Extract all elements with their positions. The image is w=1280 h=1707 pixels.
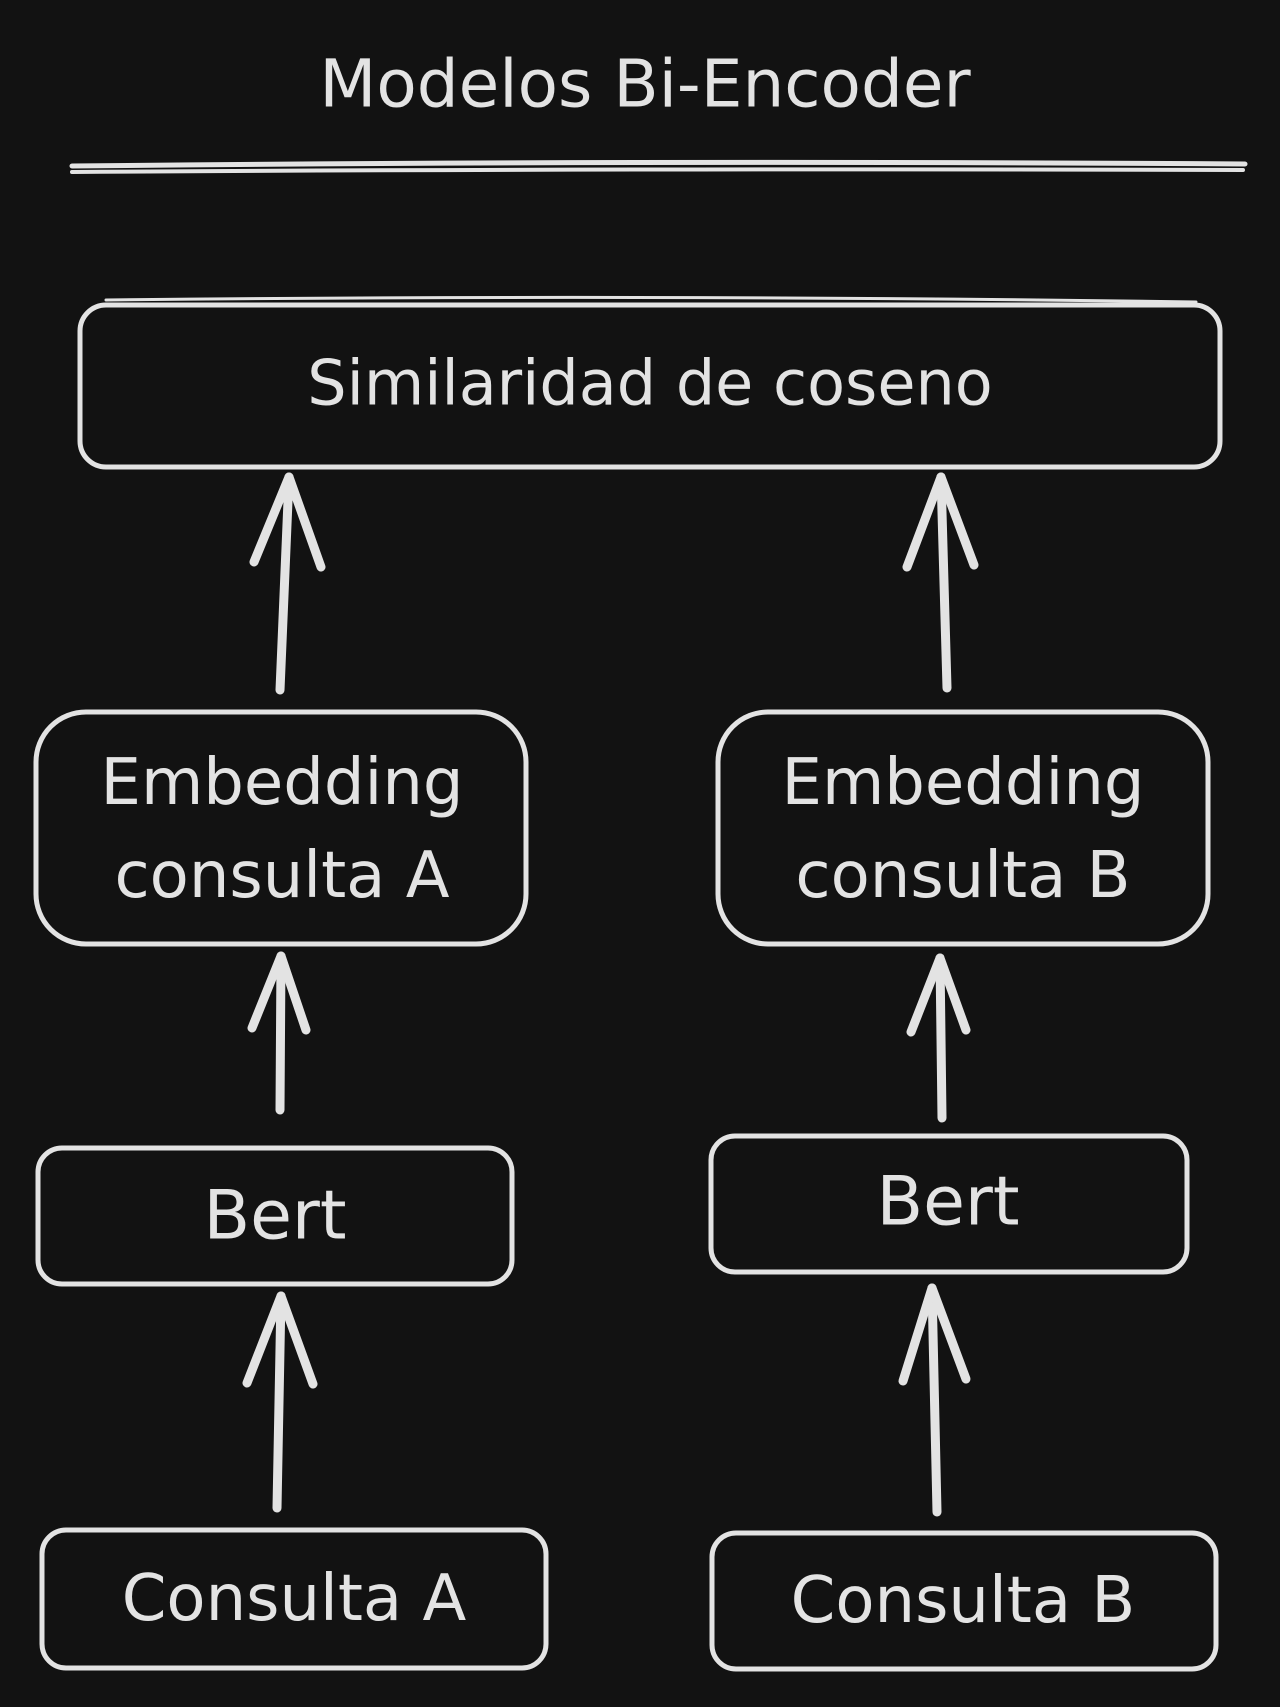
query-a-label: Consulta A <box>122 1562 467 1636</box>
query-b-label: Consulta B <box>791 1564 1136 1638</box>
query-b-node: Consulta B <box>709 1530 1219 1672</box>
embedding-b-line1: Embedding <box>782 746 1145 820</box>
arrow-embedding-b-to-similarity <box>902 472 979 693</box>
embedding-b-line2: consulta B <box>795 839 1130 913</box>
similarity-label: Similaridad de coseno <box>307 347 992 420</box>
bert-b-node: Bert <box>708 1133 1190 1275</box>
title-underline <box>69 159 1248 174</box>
bert-a-label: Bert <box>203 1177 346 1256</box>
arrow-query-b-to-bert-b <box>898 1283 971 1517</box>
arrow-bert-a-to-embedding-a <box>247 951 311 1115</box>
arrow-embedding-a-to-similarity <box>249 472 326 695</box>
arrow-bert-b-to-embedding-b <box>906 953 971 1123</box>
arrow-query-a-to-bert-a <box>242 1291 318 1513</box>
embedding-b-node: Embedding consulta B <box>715 709 1211 947</box>
similarity-node: Similaridad de coseno <box>77 295 1223 470</box>
bert-b-label: Bert <box>876 1163 1019 1242</box>
bert-a-node: Bert <box>35 1145 515 1287</box>
embedding-a-line1: Embedding <box>101 746 464 820</box>
embedding-a-line2: consulta A <box>114 839 449 913</box>
query-a-node: Consulta A <box>39 1527 549 1671</box>
embedding-a-node: Embedding consulta A <box>33 709 529 947</box>
diagram-title: Modelos Bi-Encoder <box>319 46 971 123</box>
